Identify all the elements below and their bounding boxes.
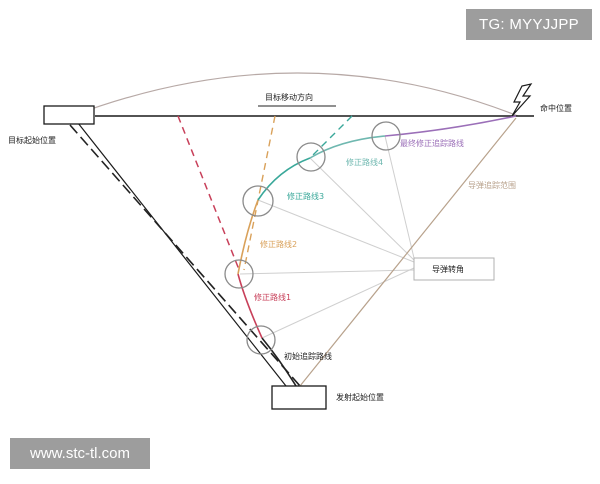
final-route-label: 最终修正追踪路线: [400, 138, 464, 148]
route3-dashed: [309, 115, 353, 159]
correction-circles: [224, 121, 401, 355]
watermark-top: TG: MYYJJPP: [466, 9, 592, 40]
route2-label: 修正路线2: [260, 239, 297, 249]
turn-fan-lines: [239, 135, 415, 339]
left-boundary-line: [77, 122, 287, 387]
launch-start-box: [271, 385, 327, 410]
correction-circle-1: [224, 259, 254, 289]
route3-label: 修正路线3: [287, 191, 324, 201]
correction-circle-2: [242, 185, 274, 217]
tracking-range-label: 导弹追踪范围: [468, 180, 516, 190]
initial-route-label: 初始追踪路线: [284, 351, 332, 361]
top-arc: [71, 72, 519, 117]
tracking-range-line: [299, 117, 517, 387]
route1-dashed: [177, 115, 241, 273]
watermark-bottom: www.stc-tl.com: [10, 438, 150, 469]
correction-circle-initial: [246, 325, 276, 355]
initial-tracking-dashed: [69, 124, 301, 387]
route1-path: [237, 273, 263, 339]
correction-circle-4: [371, 121, 401, 151]
final-route-path: [384, 115, 517, 137]
target-start-box: [43, 105, 95, 125]
route4-label: 修正路线4: [346, 157, 383, 167]
route2-path: [237, 199, 259, 275]
correction-circle-3: [296, 142, 326, 172]
initial-tracking-path: [261, 337, 297, 387]
hit-lightning-icon: [511, 83, 533, 117]
route4-path: [309, 135, 386, 159]
launch-start-label: 发射起始位置: [336, 392, 384, 402]
missile-turn-box: [413, 257, 495, 281]
route2-dashed: [243, 115, 276, 271]
target-start-label: 目标起始位置: [8, 135, 56, 145]
route1-label: 修正路线1: [254, 292, 291, 302]
missile-turn-label: 导弹转角: [432, 264, 464, 274]
target-direction-label: 目标移动方向: [265, 92, 313, 102]
route3-path: [257, 157, 311, 201]
hit-position-label: 命中位置: [540, 103, 572, 113]
